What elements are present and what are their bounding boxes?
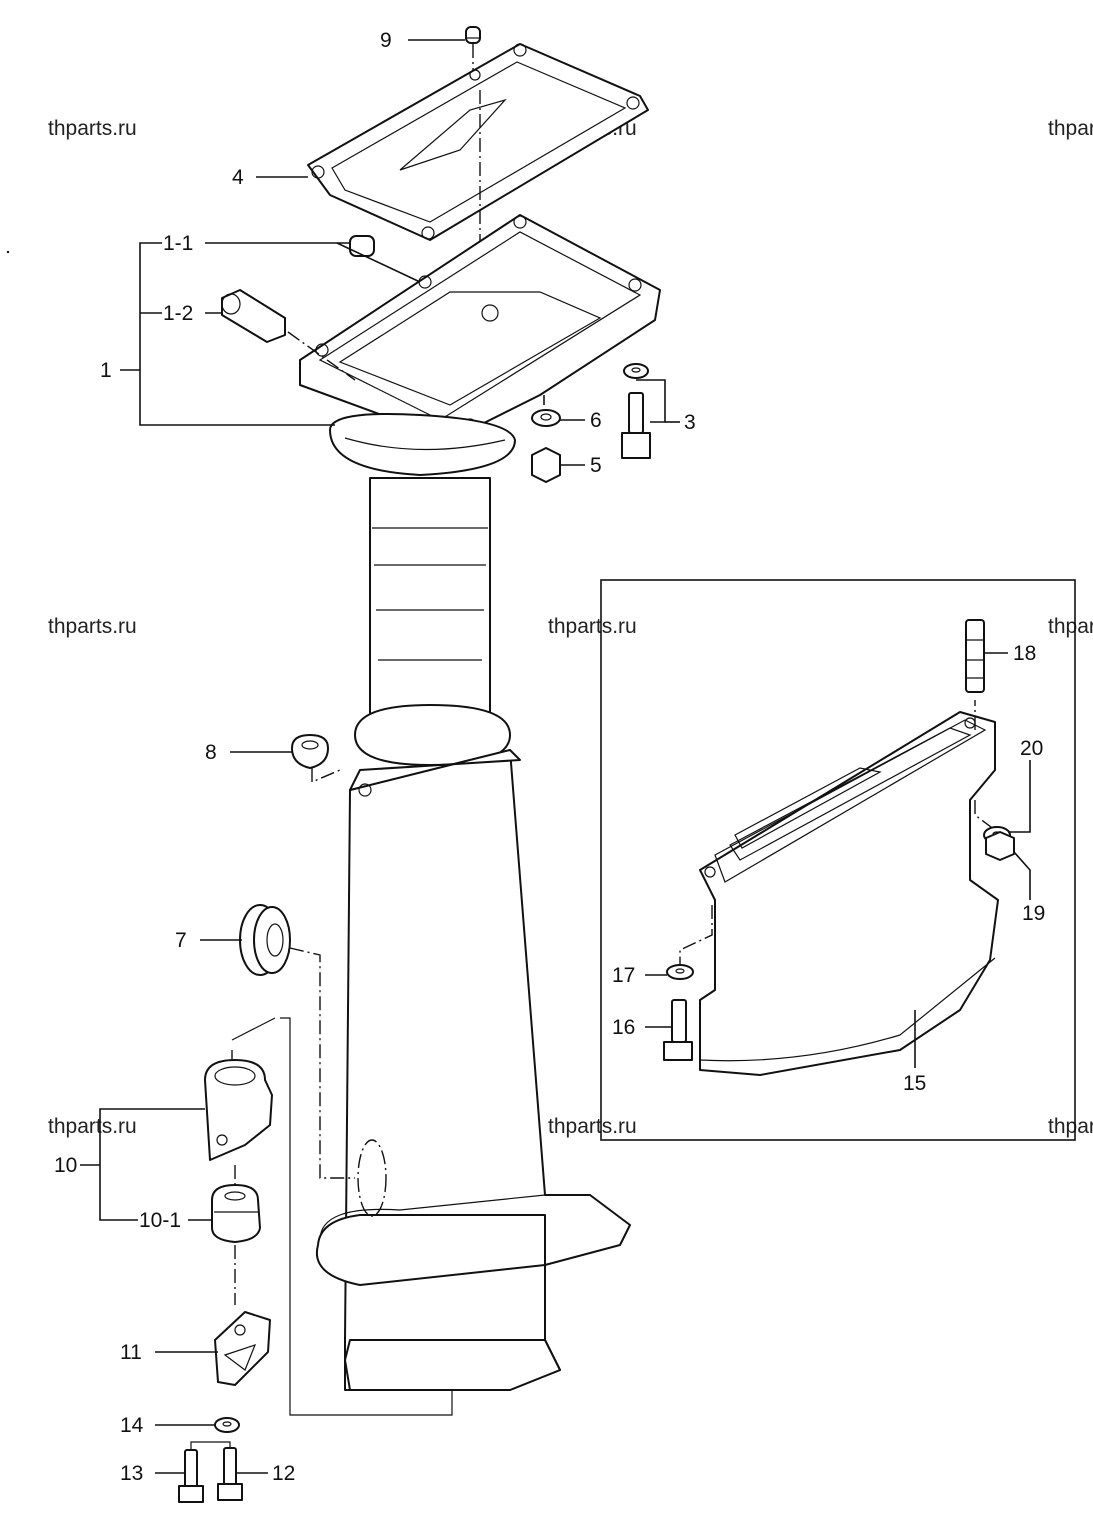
watermark-6: thparts.ru	[1048, 615, 1093, 638]
part-5-nut	[531, 447, 561, 483]
leader-20-axis	[974, 800, 996, 831]
callout-1-2: 1-2	[163, 302, 193, 325]
main-extension-casing	[315, 749, 631, 1391]
bracket-10-to-base	[280, 1017, 453, 1416]
callout-1: 1	[100, 359, 112, 382]
callout-15: 15	[903, 1072, 926, 1095]
callout-8: 8	[205, 741, 217, 764]
callout-3: 3	[684, 411, 696, 434]
callout-4: 4	[232, 166, 244, 189]
callout-19: 19	[1022, 902, 1045, 925]
callout-11: 11	[120, 1341, 142, 1364]
callout-14: 14	[120, 1414, 144, 1437]
part-8-grommet	[291, 734, 329, 769]
leader-17-axis	[679, 905, 713, 968]
callout-12: 12	[272, 1462, 295, 1485]
part-1-upper-casing	[299, 214, 661, 476]
watermark-5: thparts.ru	[548, 615, 637, 638]
watermark-8: thparts.ru	[548, 1115, 637, 1138]
callout-18: 18	[1013, 642, 1036, 665]
part-1-shaft-column	[354, 477, 511, 766]
watermark-9: thparts.ru	[1048, 1115, 1093, 1138]
callout-10: 10	[54, 1154, 77, 1177]
part-16-bolt	[663, 999, 693, 1061]
part-19-nut	[985, 831, 1015, 861]
callout-13: 13	[120, 1462, 143, 1485]
part-1-2-sleeve	[221, 289, 286, 343]
part-4-gasket	[307, 43, 649, 241]
part-13-bolt	[178, 1449, 204, 1503]
leader-8-axis	[311, 768, 341, 784]
part-17-washer	[666, 964, 694, 980]
watermark-4: thparts.ru	[48, 615, 137, 638]
inset-box	[600, 579, 1076, 1141]
watermark-7: thparts.ru	[48, 1115, 137, 1138]
part-18-stud	[965, 619, 985, 693]
callout-7: 7	[175, 929, 187, 952]
callout-10-1: 10-1	[139, 1209, 181, 1232]
bracket-12-13	[190, 1441, 231, 1450]
callout-6: 6	[590, 409, 602, 432]
inset-leaders	[645, 652, 1031, 1068]
part-9-pin	[465, 26, 481, 44]
watermark-3: thparts.ru	[1048, 117, 1093, 140]
part-12-bolt	[217, 1447, 243, 1501]
callout-5: 5	[590, 454, 602, 477]
part-10-clamp	[204, 1059, 273, 1161]
callout-16: 16	[612, 1016, 635, 1039]
callout-9: 9	[380, 29, 392, 52]
stray-dot	[6, 250, 10, 254]
callout-labels: 9 4 1-1 1-2 1 3 6 5 8 7 10 10-1 11 14 13…	[54, 29, 1045, 1485]
callout-1-1: 1-1	[163, 232, 193, 255]
watermark-1: thparts.ru	[48, 117, 137, 140]
callout-17: 17	[612, 964, 635, 987]
part-7-seal	[239, 904, 291, 976]
washer-3	[623, 363, 649, 379]
part-1-1-bushing	[349, 235, 375, 257]
callout-20: 20	[1020, 737, 1043, 760]
part-11-plate	[214, 1311, 271, 1386]
part-6-washer	[531, 409, 561, 427]
part-15-lower-cover	[699, 711, 999, 1076]
part-10-1-nut	[211, 1184, 261, 1243]
leader-7-axis	[289, 947, 355, 1179]
callout-leaders	[80, 39, 680, 1474]
bracket-10-top-link	[231, 1017, 276, 1041]
leader-1-2-axis	[287, 331, 356, 381]
part-3-bolt	[621, 392, 651, 459]
part-14-washer	[214, 1417, 240, 1433]
